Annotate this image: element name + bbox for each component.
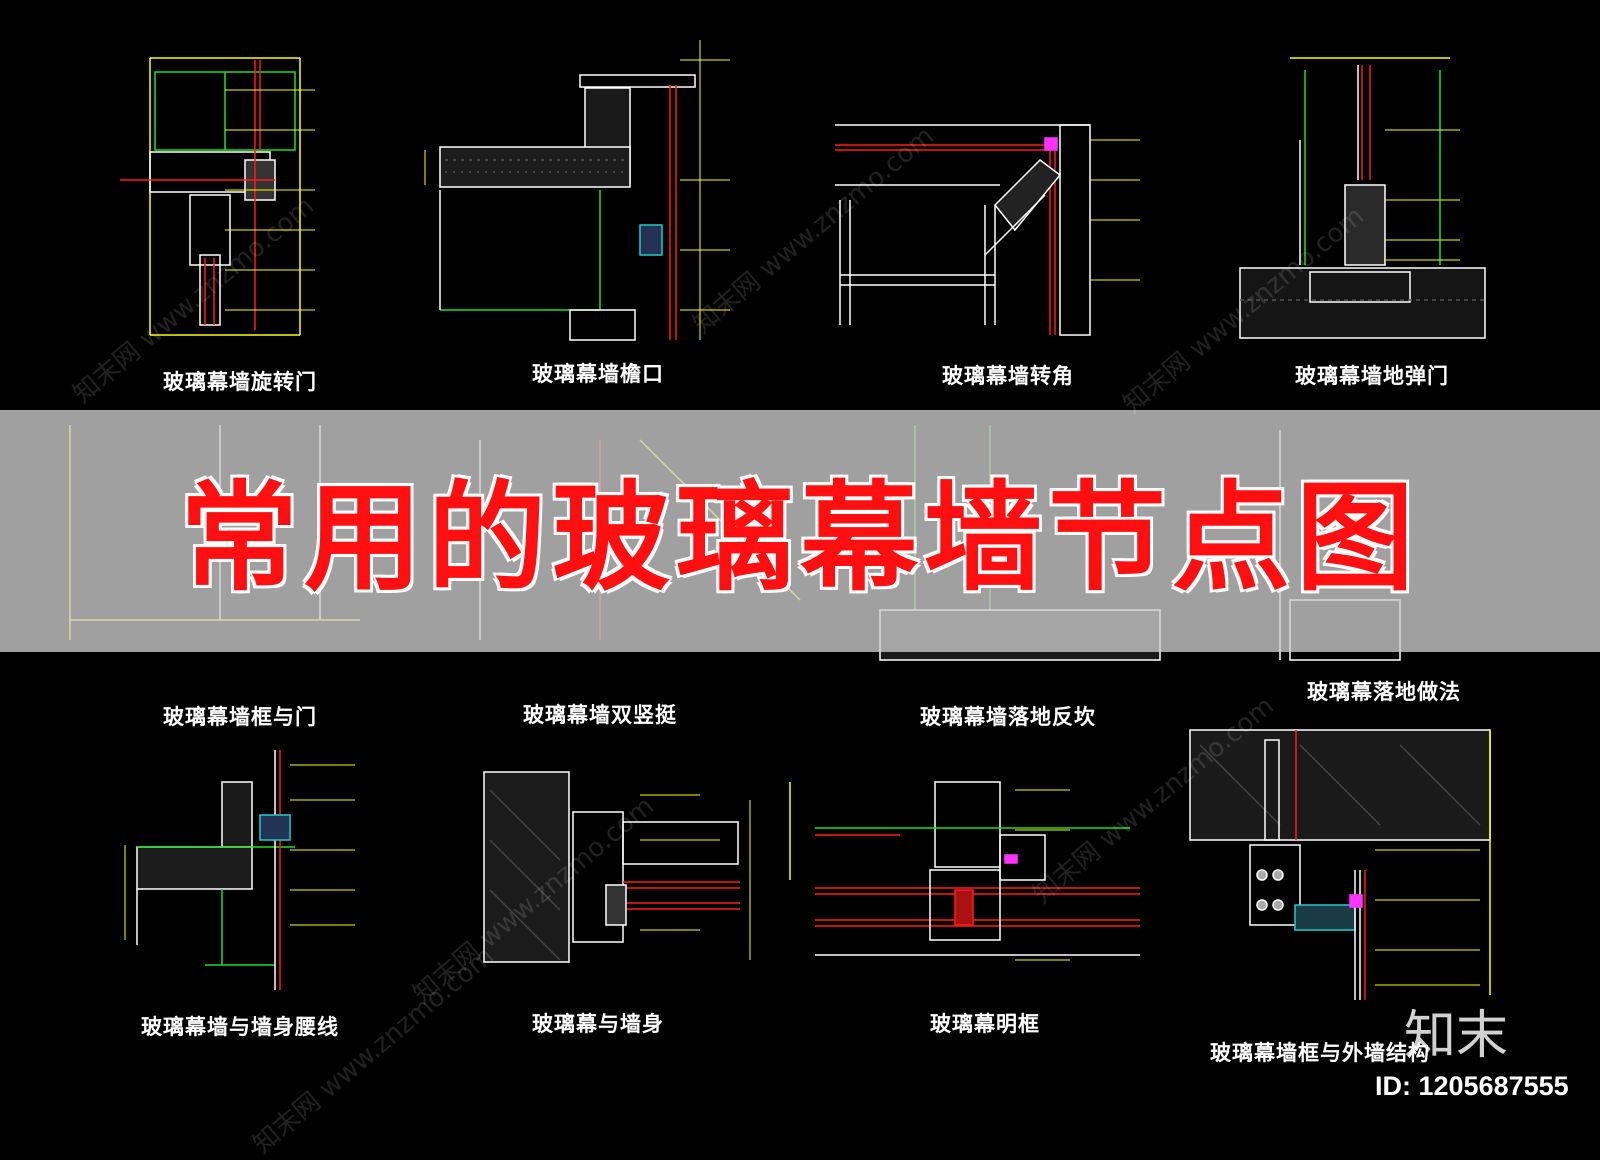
banner-title: 常用的玻璃幕墙节点图 xyxy=(178,468,1420,609)
caption-exposed-frame: 玻璃幕明框 xyxy=(930,1011,1040,1036)
caption-revolving-door: 玻璃幕墙旋转门 xyxy=(163,369,317,394)
caption-eave: 玻璃幕墙檐口 xyxy=(532,361,664,386)
detail-frame-exterior-structure xyxy=(1189,729,1491,1000)
detail-corner xyxy=(835,124,1140,336)
caption-floor-spring-door: 玻璃幕墙地弹门 xyxy=(1295,363,1449,388)
caption-curtain-and-wall: 玻璃幕与墙身 xyxy=(532,1011,664,1036)
caption-corner: 玻璃幕墙转角 xyxy=(942,363,1074,388)
caption-double-mullion: 玻璃幕墙双竖挺 xyxy=(523,702,677,727)
caption-wall-waistline: 玻璃幕墙与墙身腰线 xyxy=(141,1014,339,1039)
detail-exposed-frame xyxy=(789,781,1140,961)
detail-floor-spring-door xyxy=(1239,57,1486,339)
detail-revolving-door xyxy=(120,57,315,336)
caption-frame-exterior-structure: 玻璃幕墙框与外墙结构 xyxy=(1210,1040,1430,1065)
detail-curtain-and-wall xyxy=(483,771,751,963)
caption-floor-reverse: 玻璃幕墙落地反坎 xyxy=(920,704,1096,729)
drawing-canvas xyxy=(69,40,1491,1000)
brand-logo: 知末 xyxy=(1404,1006,1509,1066)
detail-wall-waistline xyxy=(124,750,355,990)
title-banner xyxy=(0,410,1600,652)
detail-eave xyxy=(424,40,730,341)
caption-frame-and-door: 玻璃幕墙框与门 xyxy=(163,704,317,729)
caption-floor-practice: 玻璃幕落地做法 xyxy=(1307,679,1461,704)
image-id: ID: 1205687555 xyxy=(1375,1071,1569,1101)
